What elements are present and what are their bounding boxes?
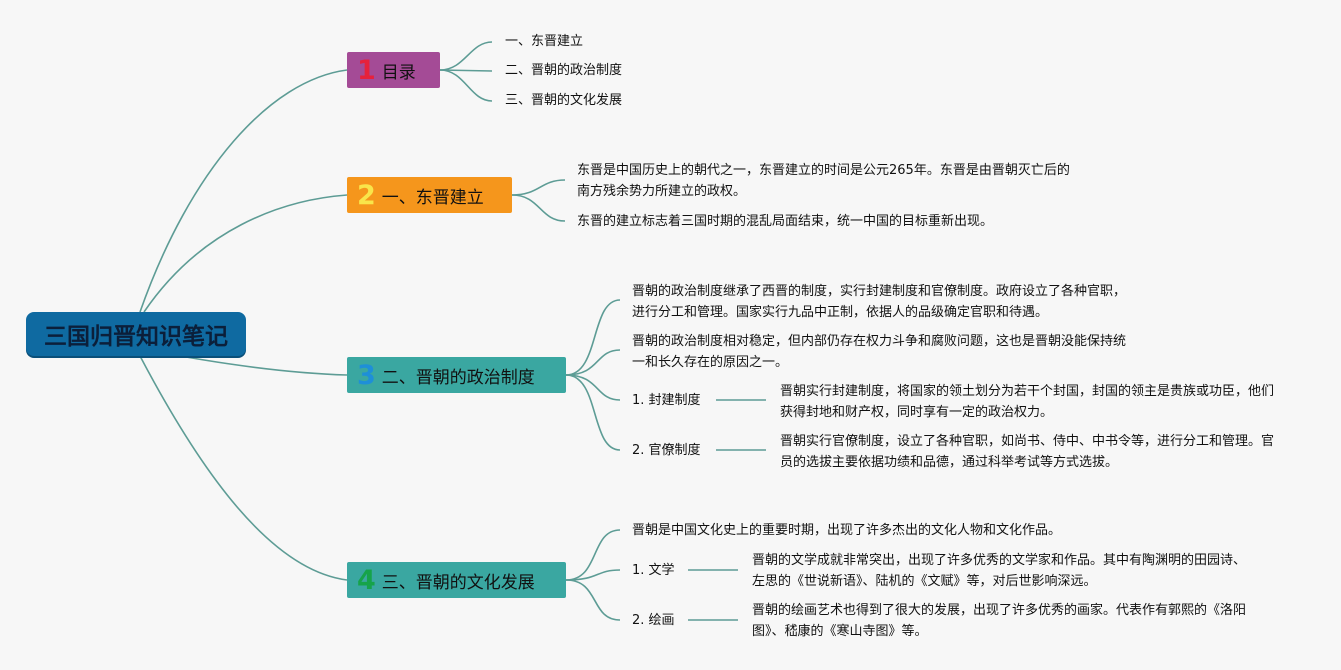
note-text: 晋朝的政治制度相对稳定，但内部仍存在权力斗争和腐败问题，这也是晋朝没能保持统一和… (632, 334, 1127, 370)
branch-label: 一、东晋建立 (381, 187, 484, 208)
sub-topic-label[interactable]: 2. 绘画 (632, 613, 675, 628)
branch-number: 1 (357, 54, 376, 86)
sub-topic-label[interactable]: 1. 封建制度 (632, 393, 701, 408)
branch-label: 二、晋朝的政治制度 (381, 367, 535, 388)
note-text: 东晋的建立标志着三国时期的混乱局面结束，统一中国的目标重新出现。 (577, 214, 994, 229)
link-root-b2 (143, 194, 348, 313)
sub-topic-label[interactable]: 1. 文学 (632, 563, 675, 578)
sub-topic-text: 晋朝的绘画艺术也得到了很大的发展，出现了许多优秀的画家。代表作有郭熙的《洛阳图》… (752, 603, 1247, 639)
branch-eastern-jin[interactable]: 2 一、东晋建立 (347, 177, 512, 213)
root-title: 三国归晋知识笔记 (44, 324, 228, 350)
root-node[interactable]: 三国归晋知识笔记 (26, 312, 246, 356)
branch-label: 目录 (381, 62, 416, 83)
toc-item[interactable]: 三、晋朝的文化发展 (505, 93, 623, 108)
toc-item[interactable]: 一、东晋建立 (505, 34, 584, 49)
branch-number: 3 (357, 359, 376, 391)
sub-topic-text: 晋朝的文学成就非常突出，出现了许多优秀的文学家和作品。其中有陶渊明的田园诗、左思… (752, 553, 1247, 589)
branch-toc[interactable]: 1 目录 (347, 52, 440, 88)
branch-culture[interactable]: 4 三、晋朝的文化发展 (347, 562, 566, 598)
sub-topic-label[interactable]: 2. 官僚制度 (632, 443, 701, 458)
branch-label: 三、晋朝的文化发展 (381, 572, 535, 593)
sub-topic-text: 晋朝实行封建制度，将国家的领土划分为若干个封国，封国的领主是贵族或功臣，他们获得… (780, 384, 1275, 420)
note-text: 东晋是中国历史上的朝代之一，东晋建立的时间是公元265年。东晋是由晋朝灭亡后的南… (577, 163, 1070, 199)
link-root-b1 (139, 69, 348, 313)
note-text: 晋朝的政治制度继承了西晋的制度，实行封建制度和官僚制度。政府设立了各种官职，进行… (632, 284, 1127, 320)
note-text: 晋朝是中国文化史上的重要时期，出现了许多杰出的文化人物和文化作品。 (632, 523, 1062, 538)
toc-item[interactable]: 二、晋朝的政治制度 (505, 63, 623, 78)
link-root-b4 (139, 355, 348, 581)
branch-political-system[interactable]: 3 二、晋朝的政治制度 (347, 357, 566, 393)
branch-number: 2 (357, 179, 376, 211)
branch-number: 4 (357, 564, 376, 596)
sub-topic-text: 晋朝实行官僚制度，设立了各种官职，如尚书、侍中、中书令等，进行分工和管理。官员的… (780, 434, 1275, 470)
